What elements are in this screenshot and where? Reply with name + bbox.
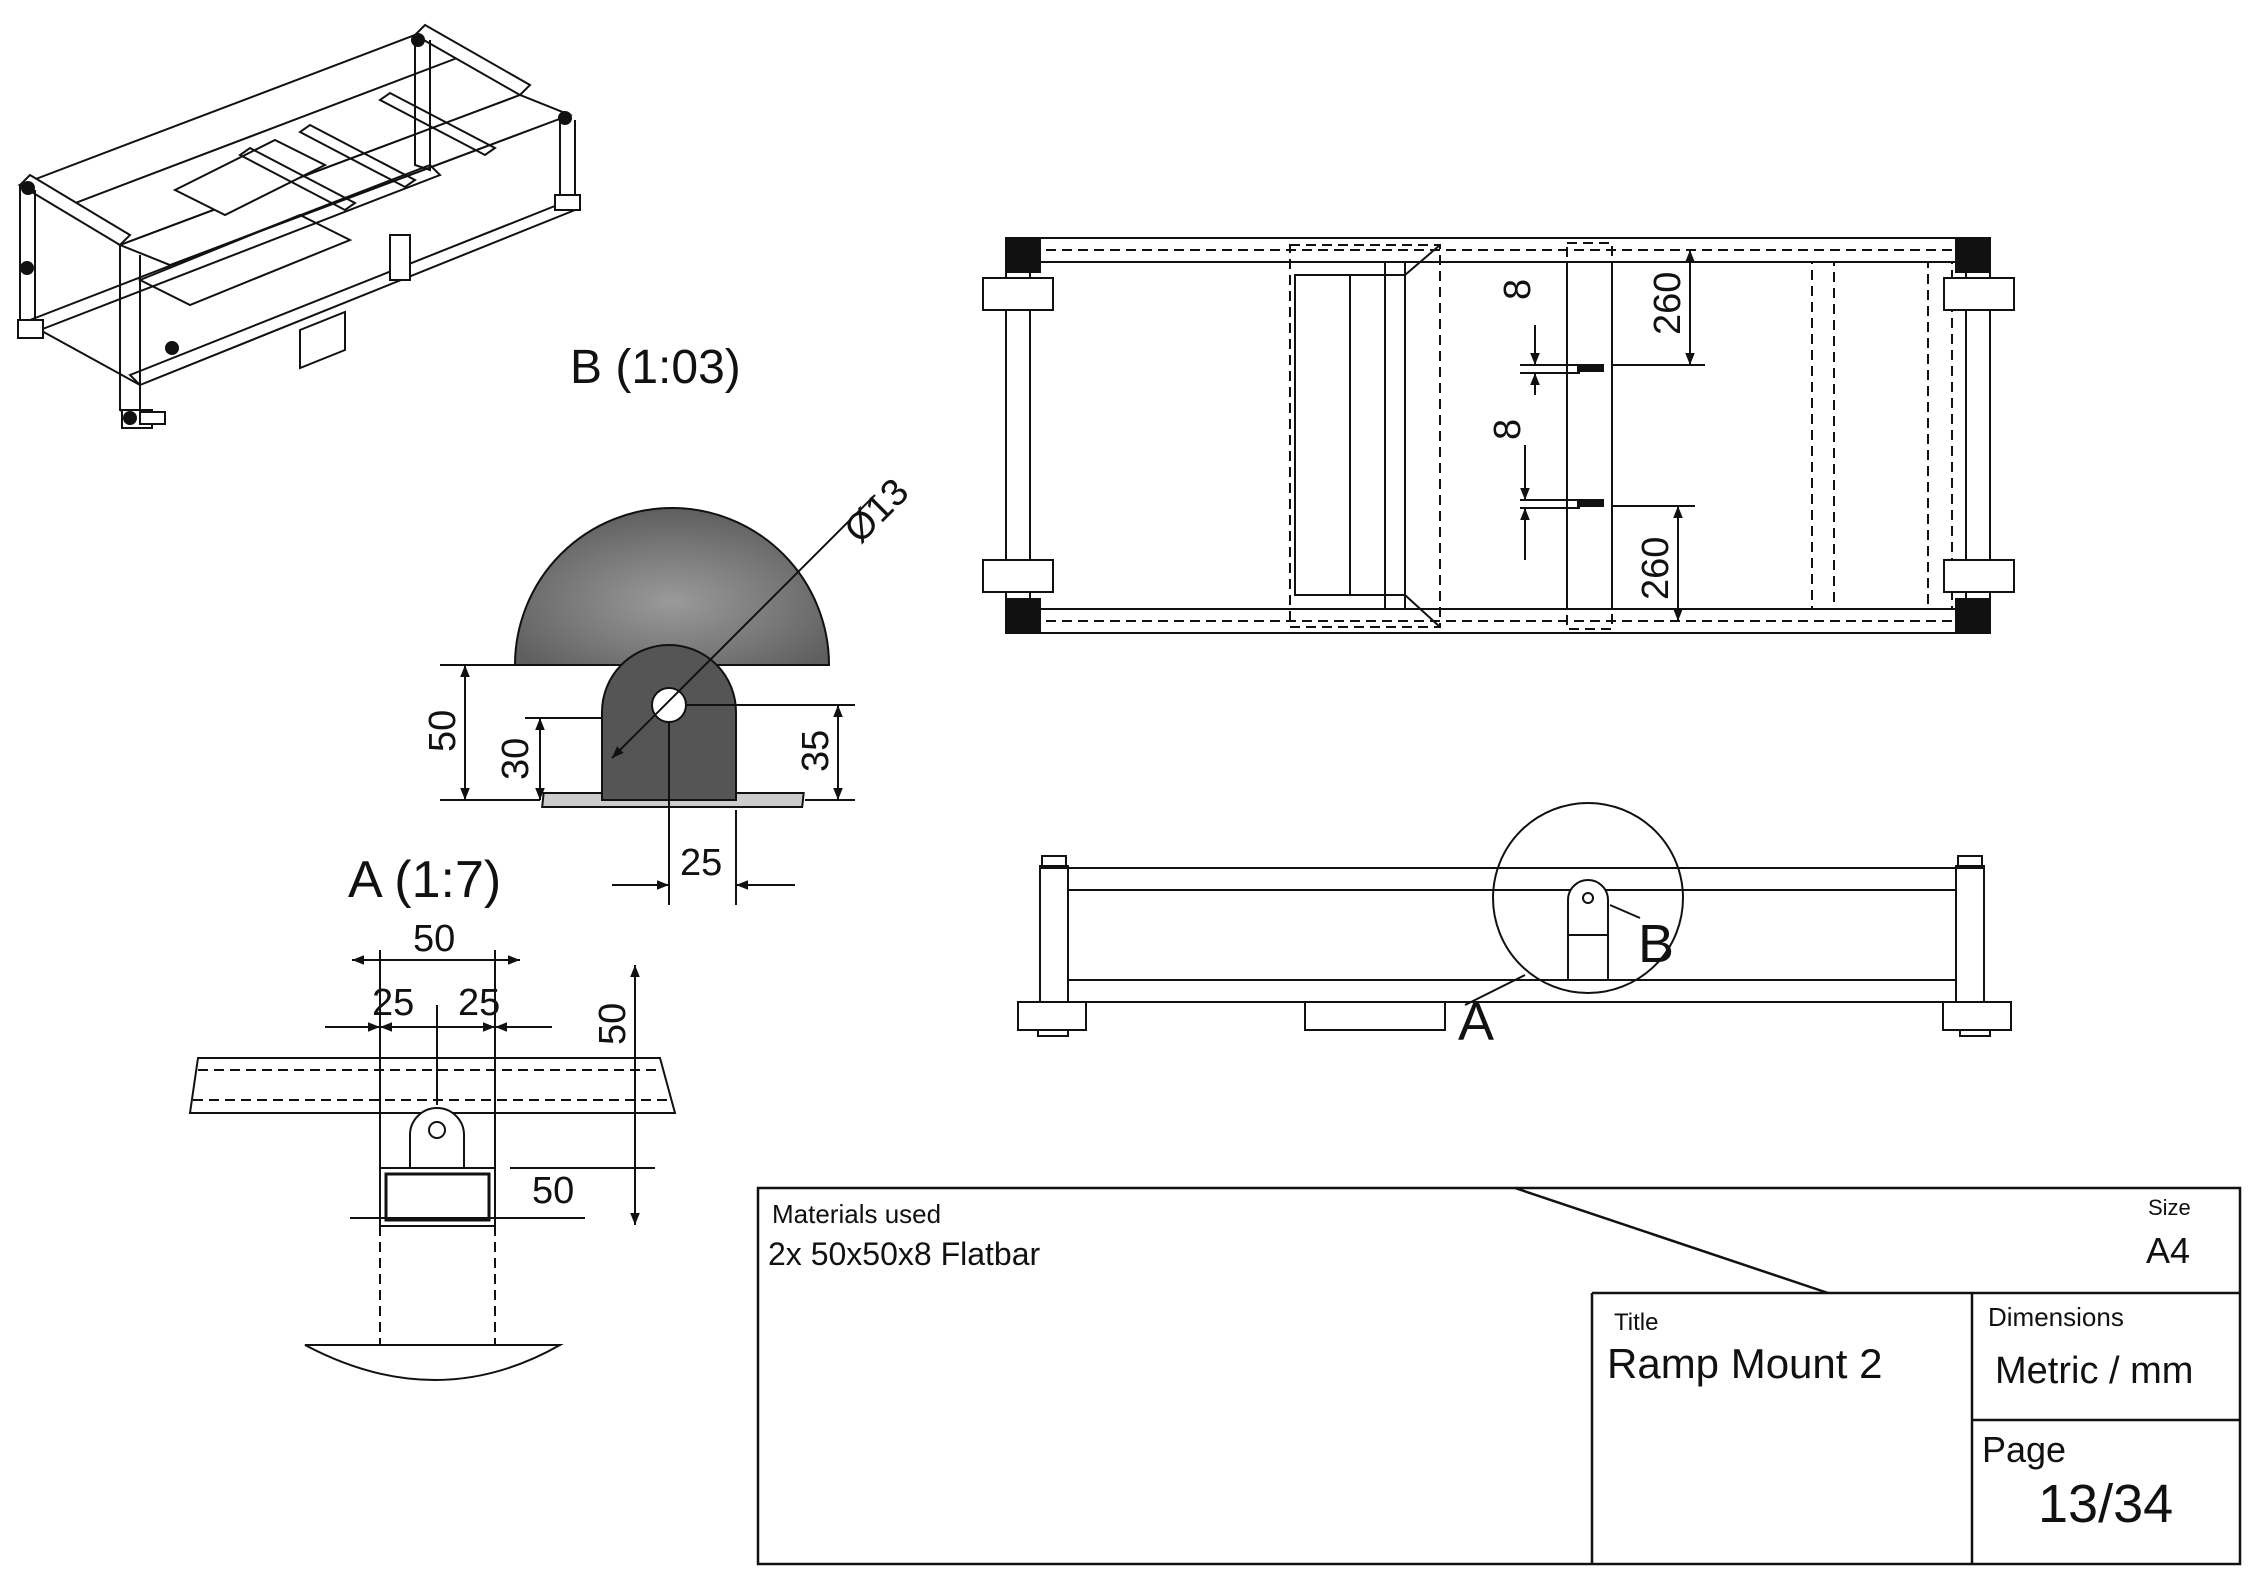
- page-value: 13/34: [2038, 1474, 2173, 1534]
- size-value: A4: [2146, 1230, 2190, 1271]
- dim-b-height-35: 35: [795, 730, 837, 772]
- dim-b-height-50: 50: [422, 710, 464, 752]
- isometric-view: [17, 23, 581, 429]
- dim-a-height-50: 50: [592, 1003, 634, 1045]
- dim-a-top-50: 50: [413, 918, 455, 960]
- dim-a-left-25: 25: [372, 982, 414, 1024]
- page-label: Page: [1982, 1429, 2066, 1470]
- section-a-view: [188, 950, 677, 1381]
- dimensions-value: Metric / mm: [1995, 1350, 2193, 1392]
- title-label: Title: [1614, 1309, 1658, 1336]
- dim-b-width-25: 25: [680, 842, 722, 884]
- top-view: [982, 237, 2015, 634]
- dim-top-260-upper: 260: [1647, 272, 1689, 335]
- dim-b-height-30: 30: [495, 738, 537, 780]
- dim-a-tube-50: 50: [532, 1170, 574, 1212]
- dim-top-gap-8-lower: 8: [1487, 419, 1529, 440]
- dim-top-gap-8-upper: 8: [1497, 279, 1539, 300]
- marker-a: A: [1458, 992, 1494, 1052]
- marker-b: B: [1638, 914, 1674, 974]
- dimensions-label: Dimensions: [1988, 1302, 2124, 1332]
- section-a-label: A (1:7): [348, 851, 501, 909]
- materials-label: Materials used: [772, 1199, 941, 1229]
- title-block: [756, 1186, 2242, 1566]
- size-label: Size: [2148, 1195, 2191, 1220]
- drawing-title: Ramp Mount 2: [1607, 1340, 1882, 1387]
- dim-top-260-lower: 260: [1635, 537, 1677, 600]
- dim-hole-diameter: Ø13: [837, 471, 917, 551]
- dim-a-right-25: 25: [458, 982, 500, 1024]
- materials-value: 2x 50x50x8 Flatbar: [768, 1236, 1041, 1272]
- detail-b-label: B (1:03): [570, 341, 741, 394]
- detail-b-view: [440, 494, 876, 905]
- side-view: [1017, 802, 2012, 1037]
